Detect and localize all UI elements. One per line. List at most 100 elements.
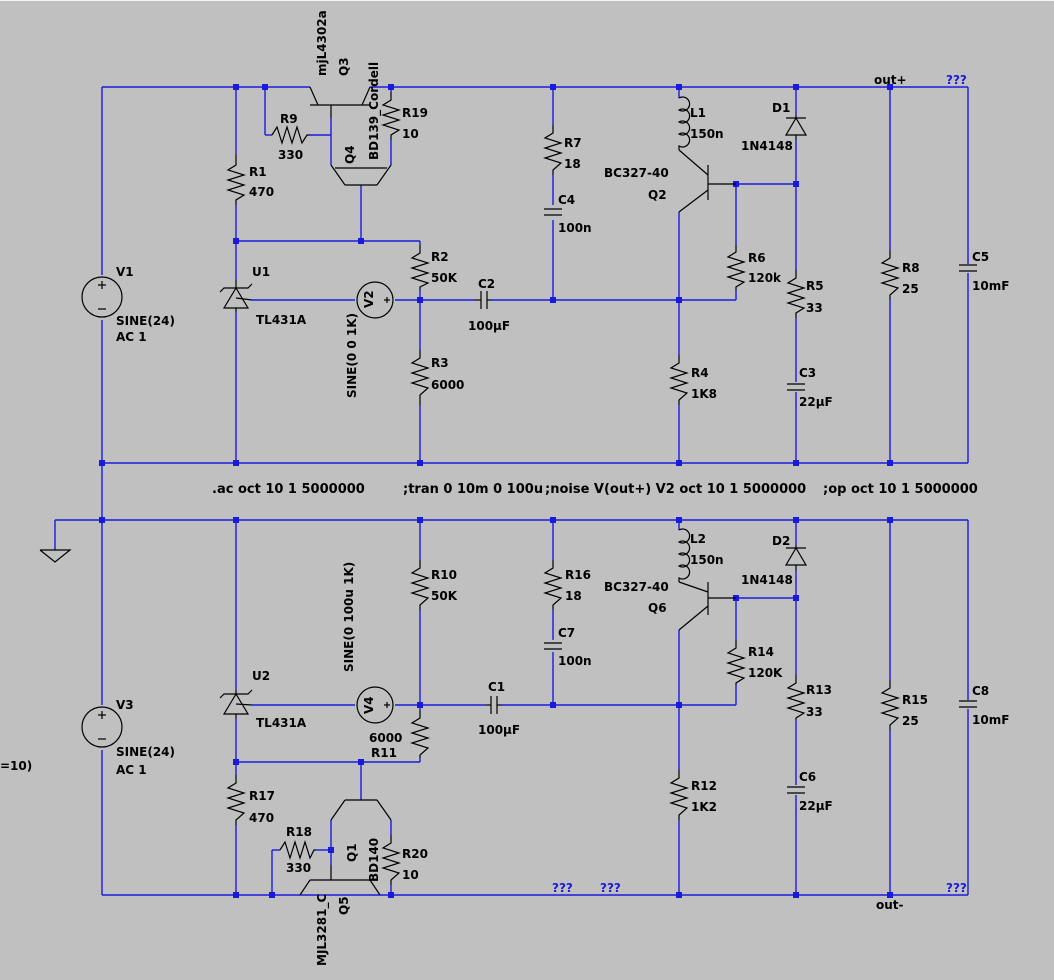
v3-symbol <box>81 706 123 748</box>
v2-name: V2 <box>362 290 376 308</box>
r6-symbol <box>725 245 747 290</box>
c8-name: C8 <box>972 684 989 698</box>
net-out-minus: out- <box>876 898 904 912</box>
c3-symbol <box>787 383 805 391</box>
r11-symbol <box>409 710 431 758</box>
v1-symbol <box>81 276 123 318</box>
r4-value: 1K8 <box>691 387 717 401</box>
r3-symbol <box>409 350 431 405</box>
r16-symbol <box>542 560 564 610</box>
r15-symbol <box>879 680 901 730</box>
c3-value: 22µF <box>799 395 833 409</box>
v1-extra: AC 1 <box>116 330 147 344</box>
r8-value: 25 <box>902 282 919 296</box>
r15-name: R15 <box>902 693 928 707</box>
q5-name: Q5 <box>337 896 351 915</box>
r5-value: 33 <box>806 301 823 315</box>
r20-symbol <box>380 835 402 885</box>
r8-name: R8 <box>902 261 920 275</box>
v2-symbol <box>356 281 394 319</box>
r9-symbol <box>271 124 310 146</box>
r5-symbol <box>785 270 807 318</box>
r19-value: 10 <box>402 127 419 141</box>
r11-value: 6000 <box>369 731 402 745</box>
c5-name: C5 <box>972 250 989 264</box>
c2-symbol <box>475 291 492 309</box>
c1-value: 100µF <box>478 723 520 737</box>
v3-name: V3 <box>116 698 134 712</box>
r2-name: R2 <box>431 250 449 264</box>
v4-symbol <box>356 686 394 724</box>
r9-name: R9 <box>280 112 298 126</box>
r11-name: R11 <box>371 746 397 760</box>
c5-value: 10mF <box>972 279 1009 293</box>
directive-ac[interactable]: .ac oct 10 1 5000000 <box>212 482 365 497</box>
c6-symbol <box>787 786 805 794</box>
directive-noise[interactable]: ;noise V(out+) V2 oct 10 1 5000000 <box>545 482 806 497</box>
r6-value: 120k <box>748 271 782 285</box>
r12-value: 1K2 <box>691 800 717 814</box>
v1-value: SINE(24) <box>116 314 175 328</box>
u2-symbol <box>219 689 253 718</box>
q2-symbol <box>678 149 736 213</box>
r7-value: 18 <box>564 157 581 171</box>
u2-value: TL431A <box>256 716 307 730</box>
q2-name: Q2 <box>648 188 667 202</box>
l2-name: L2 <box>690 532 706 546</box>
q3-name: Q3 <box>337 57 351 76</box>
v2-value: SINE(0 0 1K) <box>345 313 359 398</box>
r7-name: R7 <box>564 136 582 150</box>
q4-name: Q4 <box>343 145 357 164</box>
r18-symbol <box>279 839 316 861</box>
r15-value: 25 <box>902 714 919 728</box>
c7-name: C7 <box>558 626 575 640</box>
v3-value: SINE(24) <box>116 745 175 759</box>
d2-symbol <box>784 545 808 570</box>
net-out-plus: out+ <box>874 73 907 87</box>
c6-name: C6 <box>799 770 816 784</box>
l2-value: 150n <box>690 553 724 567</box>
r3-value: 6000 <box>431 378 464 392</box>
component-symbols <box>39 86 977 896</box>
c1-name: C1 <box>488 680 505 694</box>
q6-value: BC327-40 <box>604 580 669 594</box>
q6-symbol <box>678 581 736 631</box>
r4-symbol <box>668 355 690 405</box>
c7-value: 100n <box>558 654 592 668</box>
r13-name: R13 <box>806 683 832 697</box>
q5-symbol <box>299 865 381 896</box>
net-unknown-top: ??? <box>946 73 967 87</box>
wires <box>54 86 969 896</box>
net-unknown-bottom-1: ??? <box>552 881 573 895</box>
q3-value: mjL4302a <box>315 10 329 76</box>
r2-symbol <box>409 245 431 290</box>
c3-name: C3 <box>799 366 816 380</box>
u1-value: TL431A <box>256 313 307 327</box>
v4-name: V4 <box>362 696 376 714</box>
directive-tran[interactable]: ;tran 0 10m 0 100u <box>403 482 543 497</box>
r20-name: R20 <box>402 847 428 861</box>
c4-symbol <box>544 208 562 216</box>
q2-value: BC327-40 <box>604 166 669 180</box>
u1-symbol <box>219 280 253 312</box>
c4-name: C4 <box>558 193 575 207</box>
r16-value: 18 <box>565 589 582 603</box>
q1-symbol <box>330 799 392 821</box>
v1-name: V1 <box>116 265 134 279</box>
r16-name: R16 <box>565 568 591 582</box>
r1-symbol <box>225 155 247 205</box>
u1-name: U1 <box>252 265 270 279</box>
c2-name: C2 <box>478 277 495 291</box>
r19-symbol <box>380 92 402 140</box>
net-unknown-bottom-2: ??? <box>600 881 621 895</box>
c8-value: 10mF <box>972 713 1009 727</box>
ground-symbol <box>39 549 72 563</box>
c5-symbol <box>959 264 977 272</box>
r4-name: R4 <box>691 366 709 380</box>
directive-op[interactable]: ;op oct 10 1 5000000 <box>823 482 978 497</box>
c2-value: 100µF <box>468 319 510 333</box>
q4-value: BD139_Cordell <box>367 62 382 160</box>
l1-value: 150n <box>690 127 724 141</box>
r17-name: R17 <box>249 789 275 803</box>
